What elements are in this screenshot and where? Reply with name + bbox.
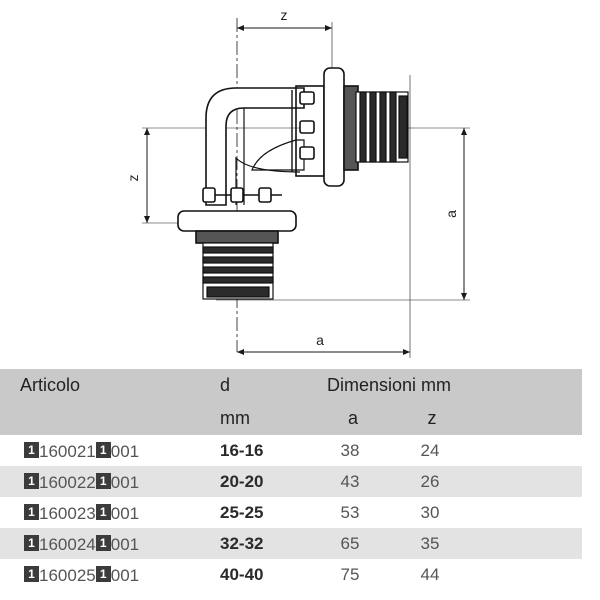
table-header-row-1: Articolo d Dimensioni mm (0, 369, 582, 401)
label-right-a: a (443, 210, 459, 218)
header-dimensions: Dimensioni mm (327, 375, 452, 395)
flange-bottom (177, 210, 297, 244)
size-value: 16-16 (220, 441, 264, 460)
code-suffix: 001 (110, 442, 140, 462)
code-suffix: 001 (110, 504, 140, 524)
flange-right (323, 67, 359, 187)
z-value: 30 (420, 503, 440, 522)
header-article: Articolo (20, 375, 81, 395)
elbow-body (204, 87, 305, 206)
code-box: 1 (24, 535, 39, 552)
z-value: 24 (420, 441, 440, 460)
table-header-row-2: mm a z (0, 401, 582, 435)
a-value: 43 (340, 472, 360, 491)
code-number: 160021 (39, 442, 96, 462)
z-value: 44 (420, 565, 440, 584)
clips-horizontal (295, 85, 325, 177)
code-box: 1 (24, 566, 39, 583)
header-z: z (427, 408, 437, 428)
a-value: 75 (340, 565, 360, 584)
clips-vertical (202, 187, 272, 203)
code-number: 160025 (39, 566, 96, 586)
a-value: 65 (340, 534, 360, 553)
code-box: 1 (95, 473, 111, 490)
label-bottom-a: a (316, 332, 324, 348)
size-value: 25-25 (220, 503, 264, 522)
code-number: 160024 (39, 535, 96, 555)
code-number: 160023 (39, 504, 96, 524)
code-box: 1 (95, 442, 111, 459)
code-suffix: 001 (110, 566, 140, 586)
code-box: 1 (95, 504, 111, 521)
size-value: 32-32 (220, 534, 264, 553)
code-box: 1 (24, 473, 39, 490)
a-value: 53 (340, 503, 360, 522)
header-d: d (220, 375, 231, 395)
elbow-fitting-technical-drawing: z z a a (125, 7, 470, 358)
code-box: 1 (95, 566, 111, 583)
a-value: 38 (340, 441, 360, 460)
size-value: 40-40 (220, 565, 264, 584)
size-value: 20-20 (220, 472, 264, 491)
header-a: a (347, 408, 358, 428)
code-suffix: 001 (110, 473, 140, 493)
code-box: 1 (95, 535, 111, 552)
code-box: 1 (24, 442, 39, 459)
code-box: 1 (24, 504, 39, 521)
z-value: 26 (420, 472, 440, 491)
sleeve-bottom (202, 242, 274, 300)
header-d-unit: mm (220, 408, 250, 428)
sleeve-right (355, 91, 409, 163)
label-left-z: z (125, 175, 141, 182)
z-value: 35 (420, 534, 440, 553)
code-suffix: 001 (110, 535, 140, 555)
code-number: 160022 (39, 473, 96, 493)
label-top-z: z (281, 7, 288, 23)
